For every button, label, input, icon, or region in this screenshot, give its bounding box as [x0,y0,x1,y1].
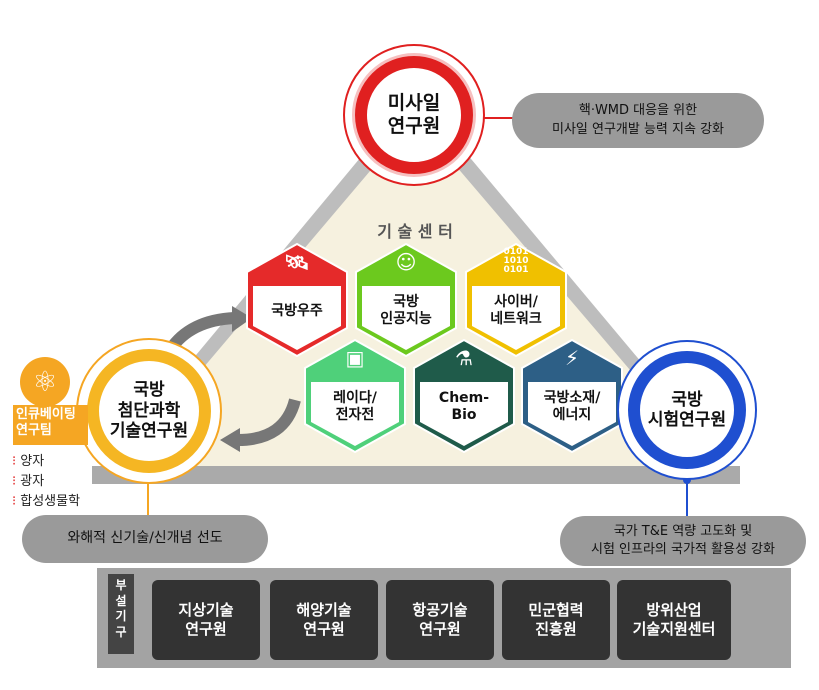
advanced-desc-pill: 와해적 신기술/신개념 선도 [22,515,268,563]
tech-center-title: 기 술 센 터 [377,222,453,241]
unit-aero-tech: 항공기술 연구원 [386,580,494,660]
advanced-institute-circle: 국방 첨단과학 기술연구원 [76,338,222,484]
unit-defense-industry: 방위산업 기술지원센터 [617,580,731,660]
satellite-icon: 🛰 [284,250,310,274]
tech-center-hex: ☺ 국방 인공지능 [354,242,458,358]
tech-center-label: 레이다/ 전자전 [333,390,377,423]
list-item: ⁝ 광자 [12,474,45,489]
unit-naval-tech: 해양기술 연구원 [270,580,378,660]
tech-center-label: 국방우주 [271,302,323,319]
tech-center-hex: ⚡ 국방소재/ 에너지 [520,338,624,454]
ai-head-icon: ☺ [395,250,417,274]
missile-desc-pill: 핵·WMD 대응을 위한 미사일 연구개발 능력 지속 강화 [512,93,764,148]
microscope-icon: ⚗ [455,346,473,370]
tech-center-label: Chem- Bio [438,390,490,423]
list-item: ⁝ 합성생물학 [12,494,81,509]
test-institute-circle: 국방 시험연구원 [617,340,757,480]
affiliated-label: 부 설 기 구 [108,574,134,654]
chip-icon: ▣ [345,346,365,370]
test-institute-title: 국방 시험연구원 [628,351,746,469]
tech-center-label: 국방 인공지능 [380,294,432,327]
tech-center-hex: 🛰 국방우주 [245,242,349,358]
test-desc-pill: 국가 T&E 역량 고도화 및 시험 인프라의 국가적 활용성 강화 [560,516,806,566]
tech-center-hex: 0101 1010 0101 사이버/ 네트워크 [464,242,568,358]
unit-ground-tech: 지상기술 연구원 [152,580,260,660]
unit-civil-military: 민군협력 진흥원 [502,580,610,660]
tech-center-label: 국방소재/ 에너지 [543,390,601,423]
tech-center-hex: ▣ 레이다/ 전자전 [303,338,407,454]
cycle-arrow-bottom [237,398,301,446]
tech-center-label: 사이버/ 네트워크 [490,294,542,327]
energy-panel-icon: ⚡ [564,346,580,370]
missile-institute-title: 미사일 연구원 [355,56,473,174]
missile-institute-circle: 미사일 연구원 [343,44,485,186]
advanced-institute-title: 국방 첨단과학 기술연구원 [87,349,211,473]
tech-center-hex: ⚗ Chem- Bio [412,338,516,454]
binary-icon: 0101 1010 0101 [503,247,529,275]
list-item: ⁝ 양자 [12,454,45,469]
incubating-team-label: 인큐베이팅 연구팀 [13,405,88,445]
incubating-list: ⁝ 양자 ⁝ 광자 ⁝ 합성생물학 [12,452,80,512]
atom-icon: ⚛ [20,357,70,407]
